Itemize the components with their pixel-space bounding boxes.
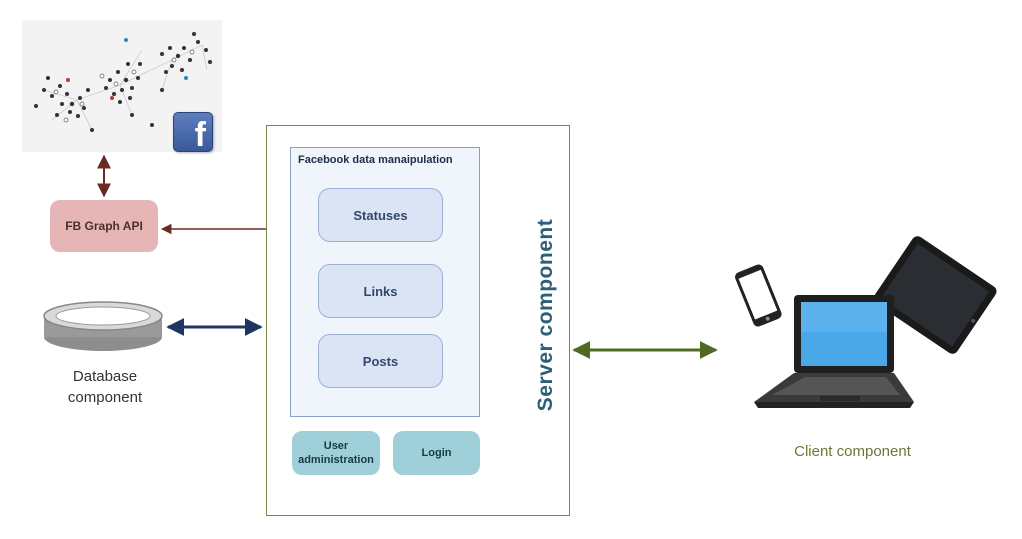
login-box: Login xyxy=(393,431,480,475)
statuses-label: Statuses xyxy=(353,207,408,223)
tablet-icon xyxy=(873,236,997,354)
facebook-data-manipulation-title: Facebook data manaipulation xyxy=(298,154,453,166)
client-component-label: Client component xyxy=(794,443,911,460)
phone-icon xyxy=(735,264,782,327)
statuses-box: Statuses xyxy=(318,188,443,242)
server-component-title: Server component xyxy=(534,218,558,412)
facebook-icon: f xyxy=(173,112,213,154)
laptop-icon xyxy=(754,295,914,408)
database-label-line1: Database xyxy=(72,368,138,385)
network-graph-icon xyxy=(34,32,212,132)
links-box: Links xyxy=(318,264,443,318)
links-label: Links xyxy=(363,283,398,299)
posts-box: Posts xyxy=(318,334,443,388)
fb-graph-api-label: FB Graph API xyxy=(65,219,143,233)
database-label: Database component xyxy=(40,366,170,408)
database-label-line2: component xyxy=(67,389,143,406)
user-administration-line1: User xyxy=(323,440,349,452)
user-administration-box: User administration xyxy=(292,431,380,475)
login-label: Login xyxy=(421,447,452,459)
user-administration-line2: administration xyxy=(298,454,374,466)
database-icon xyxy=(43,301,163,351)
fb-graph-api-box: FB Graph API xyxy=(50,200,158,252)
server-component-title-wrap: Server component xyxy=(528,205,564,425)
facebook-logo-letter: f xyxy=(194,116,206,154)
posts-label: Posts xyxy=(362,353,399,369)
